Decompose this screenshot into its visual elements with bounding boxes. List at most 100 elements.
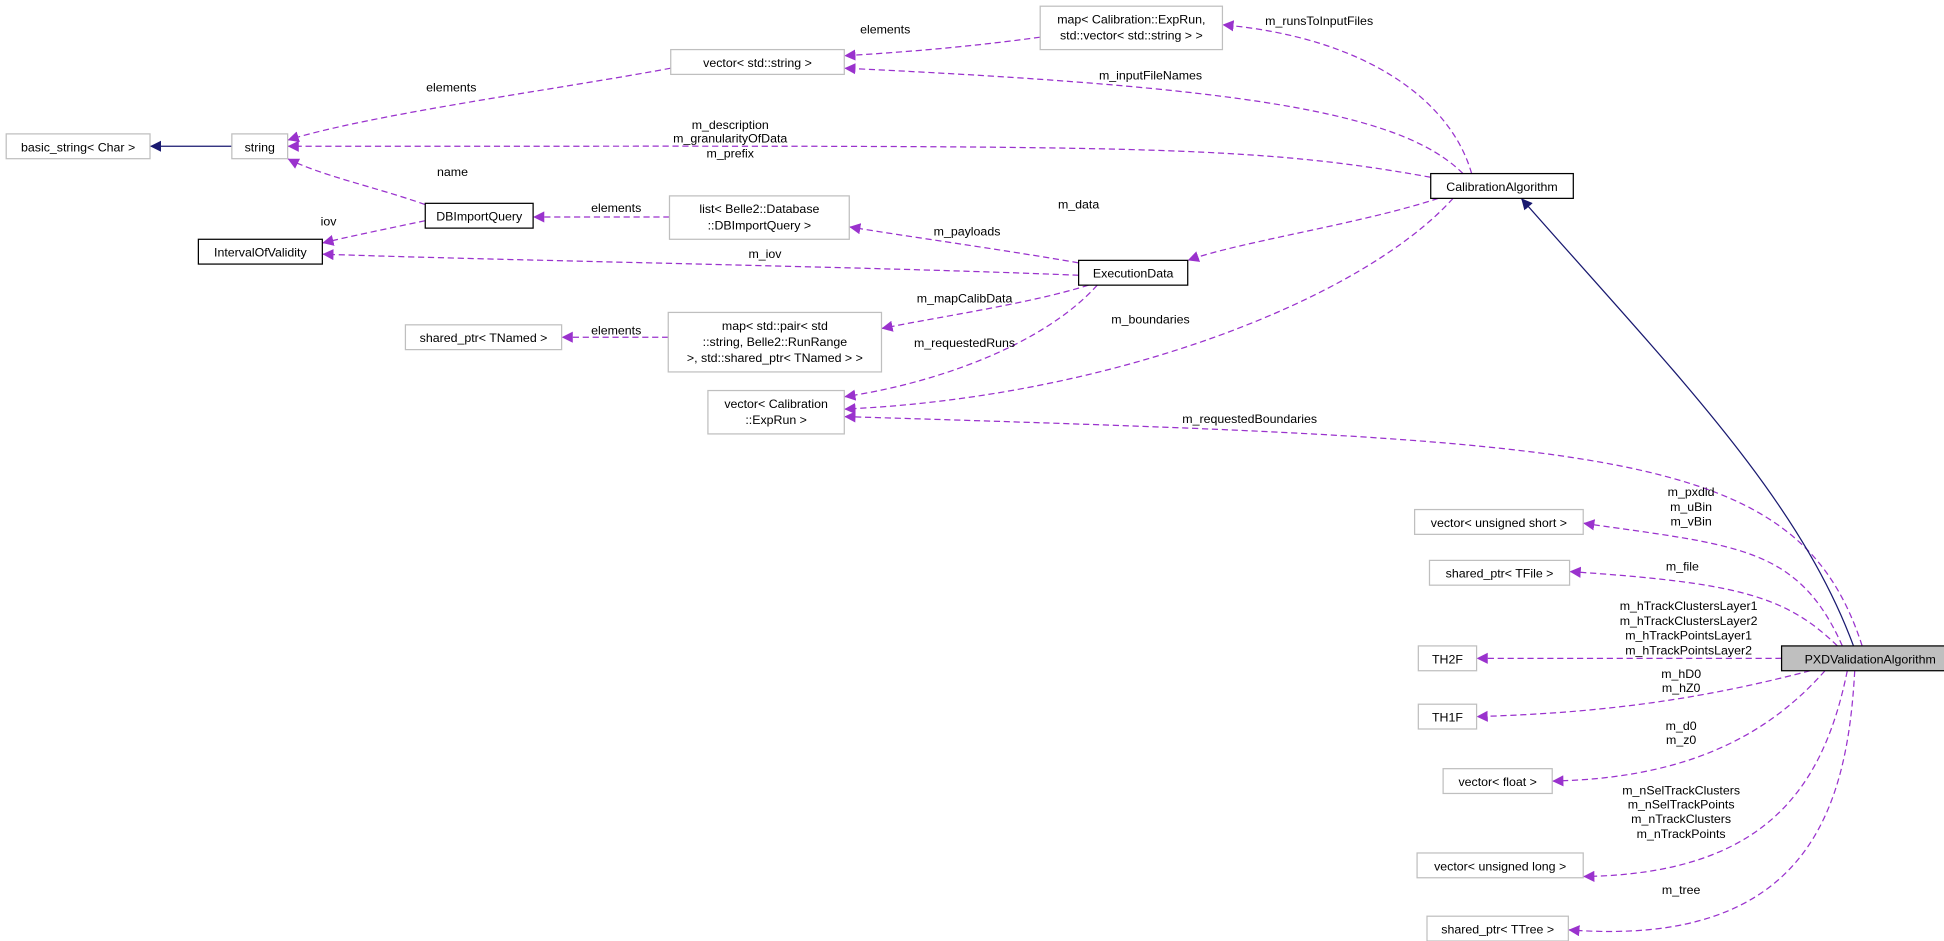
edge-label: m_vBin	[1670, 515, 1711, 529]
node-vector-float[interactable]: vector< float >	[1442, 768, 1553, 795]
node-string[interactable]: string	[231, 133, 289, 160]
node-label: ExecutionData	[1093, 267, 1174, 281]
node-db-import-query[interactable]: DBImportQuery	[424, 202, 534, 229]
edge-label: m_inputFileNames	[1099, 68, 1202, 82]
edge-payloads	[849, 223, 1079, 264]
edge-label: m_hZ0	[1662, 681, 1701, 695]
edge-label: m_data	[1058, 197, 1099, 211]
edge-label: m_boundaries	[1111, 313, 1189, 327]
edge-label: m_nTrackClusters	[1631, 812, 1731, 826]
node-basic-string[interactable]: basic_string< Char >	[5, 133, 151, 160]
node-label: TH2F	[1432, 652, 1463, 666]
edge-label: m_payloads	[934, 225, 1001, 239]
node-label: DBImportQuery	[436, 210, 523, 224]
edge-label: m_hTrackPointsLayer1	[1625, 629, 1752, 643]
node-label: TH1F	[1432, 711, 1463, 725]
edge-label: m_granularityOfData	[673, 132, 787, 146]
node-label: map< Calibration::ExpRun,	[1057, 13, 1205, 27]
node-pxd-validation-algorithm[interactable]: PXDValidationAlgorithm	[1780, 645, 1944, 672]
node-label: >, std::shared_ptr< TNamed > >	[687, 351, 863, 365]
node-label: vector< unsigned long >	[1434, 859, 1566, 873]
node-vector-string[interactable]: vector< std::string >	[670, 48, 845, 76]
edge-m-iov	[322, 248, 1079, 276]
edge-pxd-ushort	[1583, 519, 1843, 647]
node-label: shared_ptr< TFile >	[1446, 567, 1554, 581]
node-label: CalibrationAlgorithm	[1446, 180, 1557, 194]
edge-label: m_hTrackClustersLayer1	[1620, 599, 1758, 613]
node-label: vector< Calibration	[724, 397, 828, 411]
edge-label: m_tree	[1662, 883, 1701, 897]
node-label: basic_string< Char >	[21, 140, 135, 154]
edge-label: m_nSelTrackClusters	[1622, 784, 1740, 798]
node-label: PXDValidationAlgorithm	[1805, 652, 1936, 666]
edge-label: name	[437, 165, 468, 179]
node-th2f[interactable]: TH2F	[1417, 645, 1478, 672]
edge-runs-to-input-files	[1222, 20, 1473, 174]
edge-pxd-float	[1552, 670, 1826, 787]
edge-calib-string	[287, 140, 1431, 178]
node-label: vector< float >	[1458, 775, 1536, 789]
edge-vector-string-string	[287, 67, 671, 143]
edge-dbimport-string	[287, 158, 426, 206]
node-list-dbimport[interactable]: list< Belle2::Database::DBImportQuery >	[668, 195, 850, 240]
node-shared-ptr-tfile[interactable]: shared_ptr< TFile >	[1428, 559, 1571, 586]
edge-label: m_requestedRuns	[914, 336, 1015, 350]
edge-m-data	[1187, 197, 1439, 262]
node-label: vector< std::string >	[703, 56, 812, 70]
edges	[150, 20, 1863, 937]
nodes: basic_string< Char > string vector< std:…	[5, 5, 1944, 941]
edge-label: m_requestedBoundaries	[1182, 412, 1317, 426]
edge-map-calib-data	[881, 284, 1089, 332]
node-vector-exprun[interactable]: vector< Calibration::ExpRun >	[707, 389, 845, 435]
edge-label: elements	[591, 324, 641, 338]
edge-label: m_hTrackPointsLayer2	[1625, 644, 1752, 658]
node-label: map< std::pair< std	[722, 319, 828, 333]
node-execution-data[interactable]: ExecutionData	[1078, 259, 1189, 286]
node-map-pair[interactable]: map< std::pair< std::string, Belle2::Run…	[667, 311, 883, 373]
edge-label: m_iov	[748, 247, 782, 261]
edge-label: m_prefix	[707, 146, 755, 160]
node-label: ::DBImportQuery >	[708, 218, 812, 232]
edge-pxd-tree	[1568, 670, 1856, 937]
node-label: shared_ptr< TNamed >	[420, 331, 548, 345]
edge-label: m_runsToInputFiles	[1265, 14, 1373, 28]
node-th1f[interactable]: TH1F	[1417, 703, 1478, 730]
node-label: IntervalOfValidity	[214, 246, 307, 260]
node-label: vector< unsigned short >	[1431, 516, 1567, 530]
node-interval-of-validity[interactable]: IntervalOfValidity	[197, 238, 323, 265]
edge-labels: elements m_runsToInputFiles m_inputFileN…	[321, 14, 1758, 897]
edge-dbimport-iov	[322, 220, 426, 246]
node-label: shared_ptr< TTree >	[1441, 923, 1554, 937]
edge-inherit-calib	[1520, 197, 1855, 647]
edge-label: m_nTrackPoints	[1637, 827, 1726, 841]
edge-boundaries	[844, 197, 1454, 415]
edge-label: elements	[860, 22, 910, 36]
edge-label: m_nSelTrackPoints	[1628, 797, 1735, 811]
edge-label: m_pxdid	[1668, 485, 1715, 499]
node-shared-ptr-ttree[interactable]: shared_ptr< TTree >	[1426, 915, 1569, 941]
edge-label: m_hTrackClustersLayer2	[1620, 614, 1758, 628]
edge-pxd-th1f	[1476, 670, 1811, 722]
node-vector-ushort[interactable]: vector< unsigned short >	[1413, 508, 1584, 535]
node-calibration-algorithm[interactable]: CalibrationAlgorithm	[1430, 172, 1574, 199]
edge-label: m_hD0	[1661, 667, 1701, 681]
edge-label: m_file	[1666, 559, 1699, 573]
node-label: ::ExpRun >	[745, 413, 807, 427]
edge-label: m_d0	[1666, 719, 1697, 733]
node-shared-ptr-tnamed[interactable]: shared_ptr< TNamed >	[404, 324, 563, 351]
edge-input-file-names	[844, 63, 1464, 175]
edge-label: elements	[591, 201, 641, 215]
edge-requested-runs	[844, 284, 1098, 401]
node-label: string	[245, 140, 275, 154]
node-map-exprun[interactable]: map< Calibration::ExpRun,std::vector< st…	[1039, 5, 1224, 51]
edge-map-vector-string	[844, 36, 1041, 61]
node-label: std::vector< std::string > >	[1060, 29, 1203, 43]
node-label: ::string, Belle2::RunRange	[703, 335, 848, 349]
edge-pxd-ulong	[1583, 670, 1848, 882]
edge-label: m_uBin	[1670, 500, 1712, 514]
edge-label: elements	[426, 81, 476, 95]
edge-label: iov	[321, 215, 338, 229]
edge-requested-boundaries	[844, 411, 1863, 647]
node-vector-ulong[interactable]: vector< unsigned long >	[1416, 852, 1584, 879]
